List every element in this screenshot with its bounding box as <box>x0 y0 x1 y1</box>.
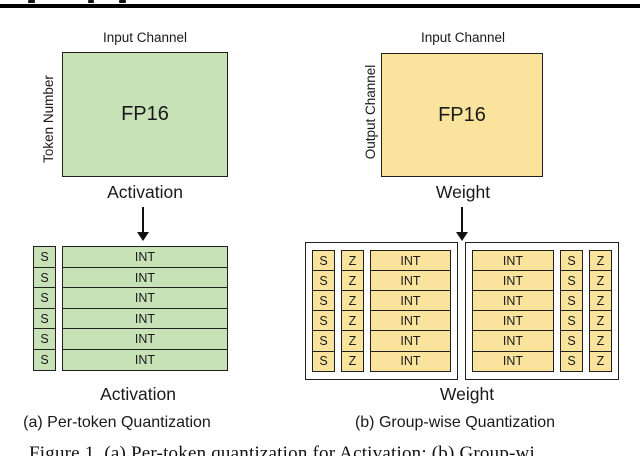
scale-cell: S <box>312 330 335 352</box>
int-cell: INT <box>370 250 451 272</box>
clipped-text-remnant <box>28 0 35 3</box>
quantize-arrow-a <box>137 207 149 241</box>
scale-cell: S <box>33 349 56 372</box>
zero-point-cell: Z <box>589 250 612 272</box>
int-cell: INT <box>472 330 554 352</box>
axis-label-input-channel-a: Input Channel <box>102 30 188 45</box>
int-cell: INT <box>472 250 554 272</box>
zero-point-cell: Z <box>341 310 364 332</box>
activation-matrix-caption: Activation <box>107 182 183 202</box>
arrow-shaft <box>460 207 464 232</box>
scale-cell: S <box>33 266 56 289</box>
int-cell: INT <box>62 266 228 289</box>
int-cell: INT <box>370 330 451 352</box>
zero-point-cell: Z <box>589 270 612 292</box>
scale-cell: S <box>312 270 335 292</box>
quantized-activation-caption: Activation <box>100 384 176 404</box>
figure-caption-clipped: Figure 1. (a) Per-token quantization for… <box>29 443 535 456</box>
arrow-shaft <box>141 207 145 232</box>
scale-cell: S <box>312 290 335 312</box>
zero-point-cell: Z <box>341 350 364 373</box>
scale-cell: S <box>560 250 583 272</box>
int-cell: INT <box>472 290 554 312</box>
axis-label-token-number: Token Number <box>41 75 56 163</box>
int-cell: INT <box>62 287 228 310</box>
zero-point-cell: Z <box>341 330 364 352</box>
zero-point-cell: Z <box>341 250 364 272</box>
zero-point-cell: Z <box>589 290 612 312</box>
int-cell: INT <box>472 350 554 373</box>
scale-cell: S <box>560 330 583 352</box>
panel-b-caption: (b) Group-wise Quantization <box>354 414 556 431</box>
arrow-head-icon <box>456 232 468 241</box>
scale-cell: S <box>560 270 583 292</box>
int-cell: INT <box>370 350 451 373</box>
scale-cell: S <box>560 350 583 373</box>
zero-point-cell: Z <box>589 350 612 373</box>
fp16-label-b: FP16 <box>438 103 486 126</box>
scale-cell: S <box>33 246 56 268</box>
int-cell: INT <box>62 349 228 372</box>
fp16-activation-matrix: FP16 <box>62 52 228 177</box>
zero-point-cell: Z <box>341 290 364 312</box>
fp16-weight-matrix: FP16 <box>381 53 543 177</box>
panel-a-caption: (a) Per-token Quantization <box>23 414 211 431</box>
scale-cell: S <box>33 287 56 310</box>
scale-cell: S <box>312 350 335 373</box>
int-cell: INT <box>472 310 554 332</box>
int-cell: INT <box>472 270 554 292</box>
scale-cell: S <box>560 310 583 332</box>
scale-cell: S <box>312 250 335 272</box>
int-cell: INT <box>370 290 451 312</box>
int-cell: INT <box>370 270 451 292</box>
section-rule <box>0 4 640 8</box>
int-cell: INT <box>62 246 228 268</box>
scale-cell: S <box>33 307 56 330</box>
axis-label-input-channel-b: Input Channel <box>420 30 506 45</box>
scale-cell: S <box>560 290 583 312</box>
fp16-label-a: FP16 <box>121 103 169 125</box>
zero-point-cell: Z <box>341 270 364 292</box>
zero-point-cell: Z <box>589 310 612 332</box>
arrow-head-icon <box>137 232 149 241</box>
axis-label-output-channel: Output Channel <box>363 64 378 160</box>
scale-cell: S <box>33 328 56 351</box>
int-cell: INT <box>62 307 228 330</box>
quantized-weight-caption: Weight <box>439 384 495 404</box>
scale-cell: S <box>312 310 335 332</box>
int-cell: INT <box>62 328 228 351</box>
quantize-arrow-b <box>456 207 468 241</box>
int-cell: INT <box>370 310 451 332</box>
clipped-text-remnant <box>119 0 126 3</box>
zero-point-cell: Z <box>589 330 612 352</box>
clipped-text-remnant <box>88 0 94 3</box>
weight-matrix-caption: Weight <box>435 182 491 202</box>
